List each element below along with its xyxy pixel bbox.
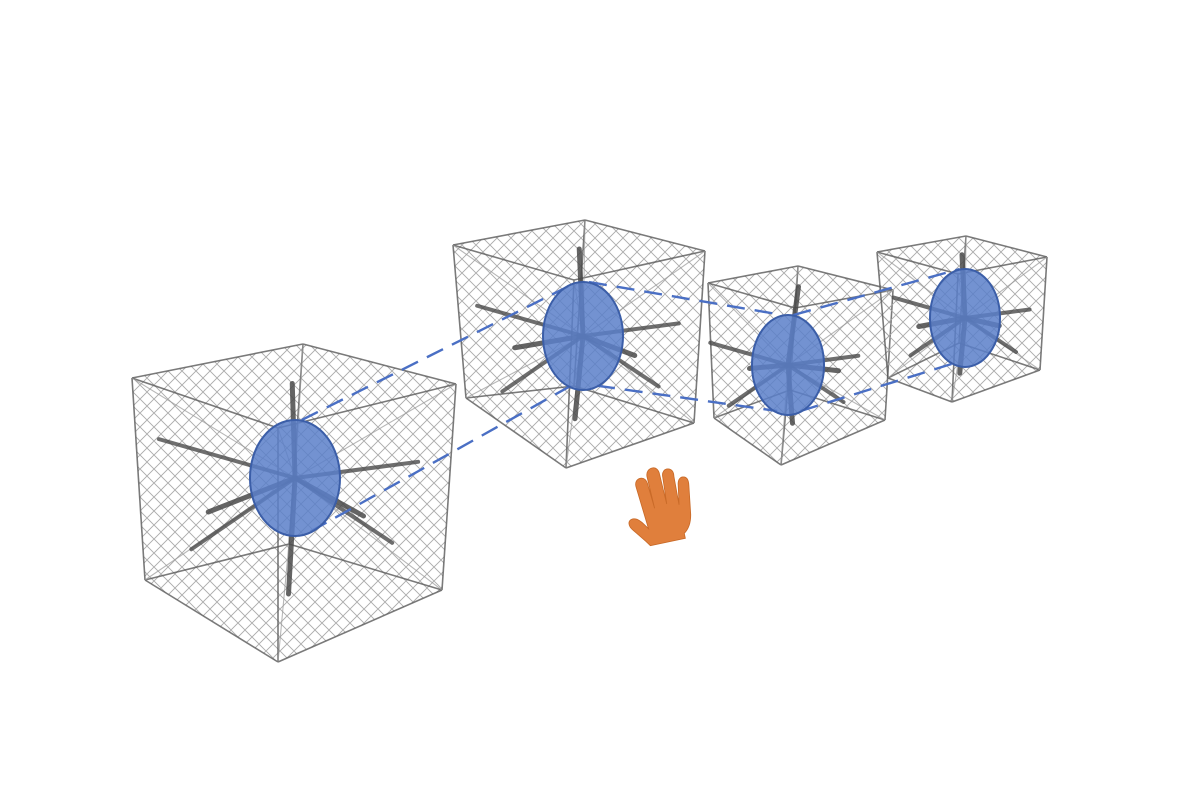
dashed-connector bbox=[301, 280, 578, 422]
frame-edge bbox=[452, 244, 575, 281]
frame-edge bbox=[780, 419, 886, 466]
frame-edge bbox=[288, 543, 443, 591]
highlight-ellipse-2 bbox=[542, 281, 624, 391]
frame-edge bbox=[277, 383, 457, 429]
frame-edge bbox=[465, 397, 567, 469]
frame-edge bbox=[573, 250, 706, 281]
highlight-ellipses bbox=[249, 268, 1001, 537]
mesh-face bbox=[132, 378, 278, 662]
frame-edge bbox=[887, 377, 953, 403]
frame-edge bbox=[452, 244, 467, 399]
dashed-connector bbox=[310, 384, 572, 533]
frame-edge bbox=[951, 369, 1041, 403]
frame-edge bbox=[441, 383, 457, 591]
frame-edge bbox=[797, 265, 894, 291]
frame-edge bbox=[465, 385, 575, 399]
frame-edge bbox=[707, 265, 799, 284]
frame-edge bbox=[876, 235, 967, 253]
frame-edge bbox=[1039, 256, 1048, 371]
frame-edge bbox=[131, 377, 146, 581]
frame-edge bbox=[452, 219, 586, 246]
frame-edge bbox=[302, 343, 457, 385]
frame-edge bbox=[876, 251, 959, 275]
frame-edge bbox=[584, 219, 706, 252]
frame-edge bbox=[131, 377, 279, 429]
highlight-ellipse-1 bbox=[249, 419, 341, 537]
highlight-ellipse-3 bbox=[751, 314, 825, 416]
frame-edge bbox=[876, 251, 889, 379]
frame-edge bbox=[565, 422, 695, 469]
frame-edge bbox=[144, 579, 279, 663]
frame-edge bbox=[573, 385, 695, 424]
frame-edge bbox=[144, 543, 290, 581]
mesh-face bbox=[453, 245, 574, 468]
dashed-connector bbox=[596, 384, 778, 413]
frame-edge bbox=[713, 417, 782, 466]
dashed-connector bbox=[588, 280, 783, 317]
frame-edge bbox=[693, 250, 706, 424]
dashed-connectors bbox=[301, 267, 961, 533]
dashed-connector bbox=[793, 267, 961, 317]
highlight-ellipse-4 bbox=[929, 268, 1001, 368]
hand-icon[interactable] bbox=[619, 461, 700, 549]
frame-edge bbox=[707, 282, 715, 419]
frame-edge bbox=[707, 282, 796, 309]
frame-edge bbox=[277, 589, 443, 663]
frame-edge bbox=[131, 343, 304, 379]
frame-edge bbox=[965, 235, 1048, 258]
